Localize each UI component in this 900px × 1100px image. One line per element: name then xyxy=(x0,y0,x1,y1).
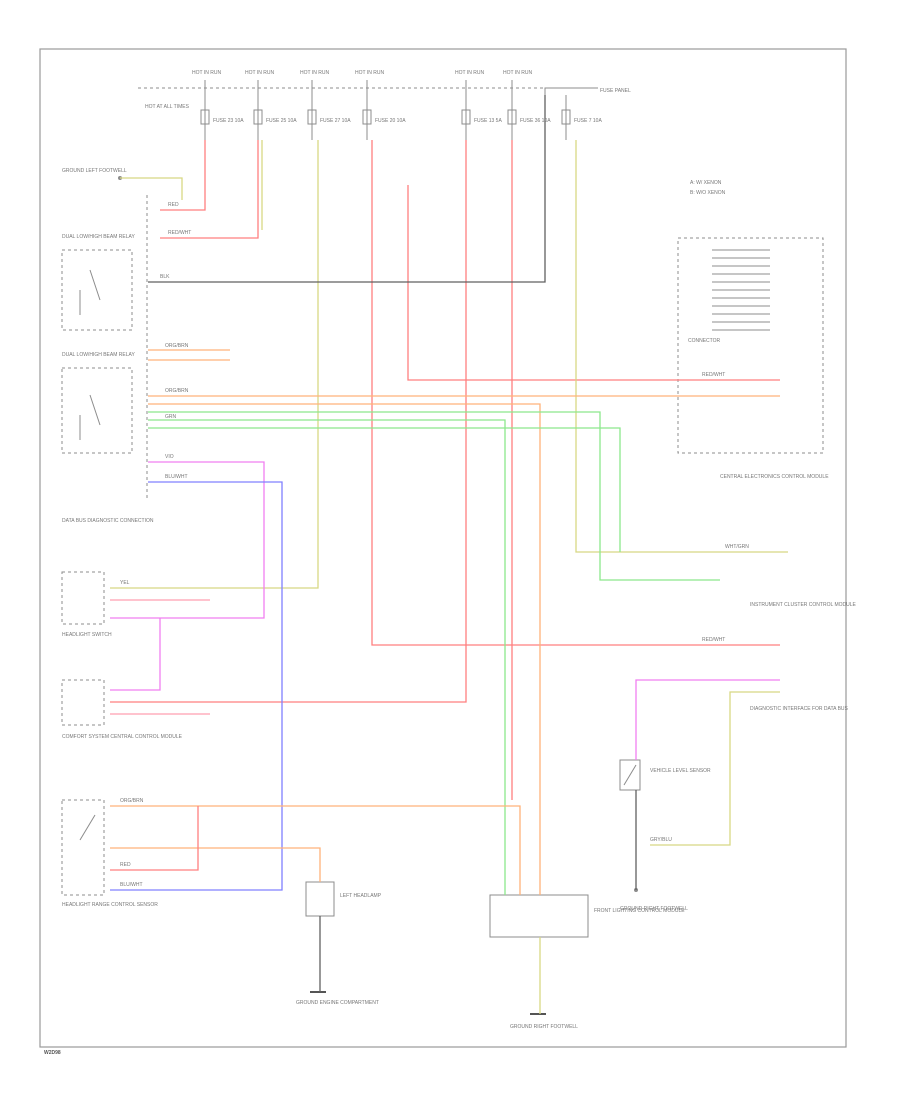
svg-text:FUSE 36 10A: FUSE 36 10A xyxy=(520,118,551,124)
wire-fuse7-black xyxy=(148,95,546,283)
svg-text:GROUND RIGHT FOOTWELL: GROUND RIGHT FOOTWELL xyxy=(510,1024,578,1030)
fuse-hot-labels: HOT IN RUN HOT IN RUN HOT IN RUN HOT IN … xyxy=(192,70,532,76)
svg-text:FUSE 23 10A: FUSE 23 10A xyxy=(213,118,244,124)
hot-in-label-2: HOT IN RUN xyxy=(245,70,274,76)
dual-lamp-relay-1: DUAL LOW/HIGH BEAM RELAY xyxy=(61,234,135,331)
svg-text:BLU/WHT: BLU/WHT xyxy=(120,882,143,888)
wire-fuse3-yellow xyxy=(110,140,319,589)
hot-in-label-4: HOT IN RUN xyxy=(355,70,384,76)
svg-text:BLK: BLK xyxy=(160,274,170,280)
wire-level-violet xyxy=(635,679,780,760)
svg-text:FUSE 7 10A: FUSE 7 10A xyxy=(574,118,602,124)
svg-text:RED: RED xyxy=(168,202,179,208)
connector-block: CONNECTOR xyxy=(677,237,824,454)
ground-mid: GROUND ENGINE COMPARTMENT xyxy=(296,991,379,1006)
fuse-4: FUSE 20 10A xyxy=(362,80,406,140)
connector-pin-column xyxy=(712,249,770,331)
svg-text:RED: RED xyxy=(120,862,131,868)
wire-relay2-green1 xyxy=(148,411,720,581)
left-headlamp: LEFT HEADLAMP xyxy=(305,881,382,917)
hot-in-label-5: HOT IN RUN xyxy=(455,70,484,76)
fuse-1: FUSE 23 10A xyxy=(200,80,244,140)
fuse-5: FUSE 13 5A xyxy=(461,80,502,140)
svg-text:BLU/WHT: BLU/WHT xyxy=(165,474,188,480)
svg-text:ORG/BRN: ORG/BRN xyxy=(120,798,144,804)
svg-text:WHT/GRN: WHT/GRN xyxy=(725,544,749,550)
fuse-panel-label: FUSE PANEL xyxy=(600,88,631,94)
wire-level-yellow xyxy=(650,691,780,846)
ground-right-footwell: GROUND RIGHT FOOTWELL xyxy=(620,888,688,912)
data-bus-label: DATA BUS DIAGNOSTIC CONNECTION xyxy=(62,518,154,524)
wire-ground-yellow xyxy=(120,177,183,200)
wire-color-tags: RED RED/WHT BLK ORG/BRN ORG/BRN GRN VIO … xyxy=(120,202,749,888)
svg-text:COMFORT SYSTEM CENTRAL CONTROL: COMFORT SYSTEM CENTRAL CONTROL MODULE xyxy=(62,734,183,740)
fuse-2: FUSE 25 10A xyxy=(253,80,297,140)
wire-blue xyxy=(110,481,283,891)
svg-text:HEADLIGHT SWITCH: HEADLIGHT SWITCH xyxy=(62,632,112,638)
svg-text:DUAL LOW/HIGH BEAM RELAY: DUAL LOW/HIGH BEAM RELAY xyxy=(62,352,135,358)
legend-a: A: W/ XENON xyxy=(690,180,722,186)
wire-relay2-green3 xyxy=(148,427,621,552)
wire-sensor-red xyxy=(110,806,199,871)
wire-fuse2-red xyxy=(160,140,259,239)
legend-b: B: W/O XENON xyxy=(690,190,726,196)
ground-right: GROUND RIGHT FOOTWELL xyxy=(510,1013,578,1030)
hot-in-label-6: HOT IN RUN xyxy=(503,70,532,76)
svg-text:FRONT LIGHTING CONTROL MODULE: FRONT LIGHTING CONTROL MODULE xyxy=(594,908,685,914)
legend: A: W/ XENON B: W/O XENON xyxy=(690,180,726,196)
gateway-label: DIAGNOSTIC INTERFACE FOR DATA BUS xyxy=(750,706,849,712)
wire-fuse4-pink xyxy=(407,185,780,381)
headlight-switch: HEADLIGHT SWITCH xyxy=(61,571,112,638)
ground-left-label: GROUND LEFT FOOTWELL xyxy=(62,168,127,174)
svg-text:FUSE 20 10A: FUSE 20 10A xyxy=(375,118,406,124)
fuse-3: FUSE 27 10A xyxy=(307,80,351,140)
wire-fuse4-red xyxy=(371,140,780,646)
svg-text:DUAL LOW/HIGH BEAM RELAY: DUAL LOW/HIGH BEAM RELAY xyxy=(62,234,135,240)
wire-sensor-orange2 xyxy=(110,847,321,882)
headlight-range-sensor: HEADLIGHT RANGE CONTROL SENSOR xyxy=(61,799,158,908)
diagram-frame xyxy=(39,48,847,1048)
svg-text:YEL: YEL xyxy=(120,580,130,586)
svg-text:RED/WHT: RED/WHT xyxy=(168,230,191,236)
svg-text:GROUND ENGINE COMPARTMENT: GROUND ENGINE COMPARTMENT xyxy=(296,1000,379,1006)
svg-text:RED/WHT: RED/WHT xyxy=(702,372,725,378)
svg-text:FUSE 25 10A: FUSE 25 10A xyxy=(266,118,297,124)
instrument-cluster-label: INSTRUMENT CLUSTER CONTROL MODULE xyxy=(750,602,857,608)
fuse-7: FUSE 7 10A xyxy=(561,95,602,140)
hot-at-all-times-label: HOT AT ALL TIMES xyxy=(145,104,190,110)
wire-relay2-orange2 xyxy=(148,403,541,895)
svg-text:FUSE 13 5A: FUSE 13 5A xyxy=(474,118,502,124)
fuse-6: FUSE 36 10A xyxy=(507,80,551,140)
svg-text:VEHICLE LEVEL SENSOR: VEHICLE LEVEL SENSOR xyxy=(650,768,711,774)
footer-code: W2D98 xyxy=(44,1050,61,1056)
fuses: FUSE 23 10A FUSE 25 10A FUSE 27 10A FUSE… xyxy=(200,80,602,140)
wire-fuse7-yellow xyxy=(575,140,788,553)
svg-text:RED/WHT: RED/WHT xyxy=(702,637,725,643)
front-control-module: FRONT LIGHTING CONTROL MODULE xyxy=(489,894,685,938)
svg-text:GROUND RIGHT FOOTWELL: GROUND RIGHT FOOTWELL xyxy=(620,906,688,912)
svg-text:VIO: VIO xyxy=(165,454,174,460)
svg-text:CONNECTOR: CONNECTOR xyxy=(688,338,721,344)
svg-text:ORG/BRN: ORG/BRN xyxy=(165,388,189,394)
dual-lamp-relay-2: DUAL LOW/HIGH BEAM RELAY xyxy=(61,352,135,454)
wire-sensor-orange xyxy=(110,805,521,895)
svg-text:FUSE 27 10A: FUSE 27 10A xyxy=(320,118,351,124)
svg-text:GRN: GRN xyxy=(165,414,177,420)
vehicle-level-sensor: VEHICLE LEVEL SENSOR xyxy=(619,759,711,791)
wire-violet xyxy=(110,461,265,619)
wire-relay2-green2 xyxy=(148,419,506,895)
svg-text:HEADLIGHT RANGE CONTROL SENSOR: HEADLIGHT RANGE CONTROL SENSOR xyxy=(62,902,158,908)
wires xyxy=(110,95,788,1014)
svg-text:LEFT HEADLAMP: LEFT HEADLAMP xyxy=(340,893,382,899)
hot-in-label-3: HOT IN RUN xyxy=(300,70,329,76)
central-module-label: CENTRAL ELECTRONICS CONTROL MODULE xyxy=(720,474,829,480)
svg-text:ORG/BRN: ORG/BRN xyxy=(165,343,189,349)
wire-fuse5-red xyxy=(110,140,467,703)
wire-violet-2 xyxy=(110,618,161,691)
wire-fuse1-red xyxy=(160,140,206,211)
convenience-module: COMFORT SYSTEM CENTRAL CONTROL MODULE xyxy=(61,679,183,740)
hot-in-label-1: HOT IN RUN xyxy=(192,70,221,76)
svg-text:GRY/BLU: GRY/BLU xyxy=(650,837,672,843)
